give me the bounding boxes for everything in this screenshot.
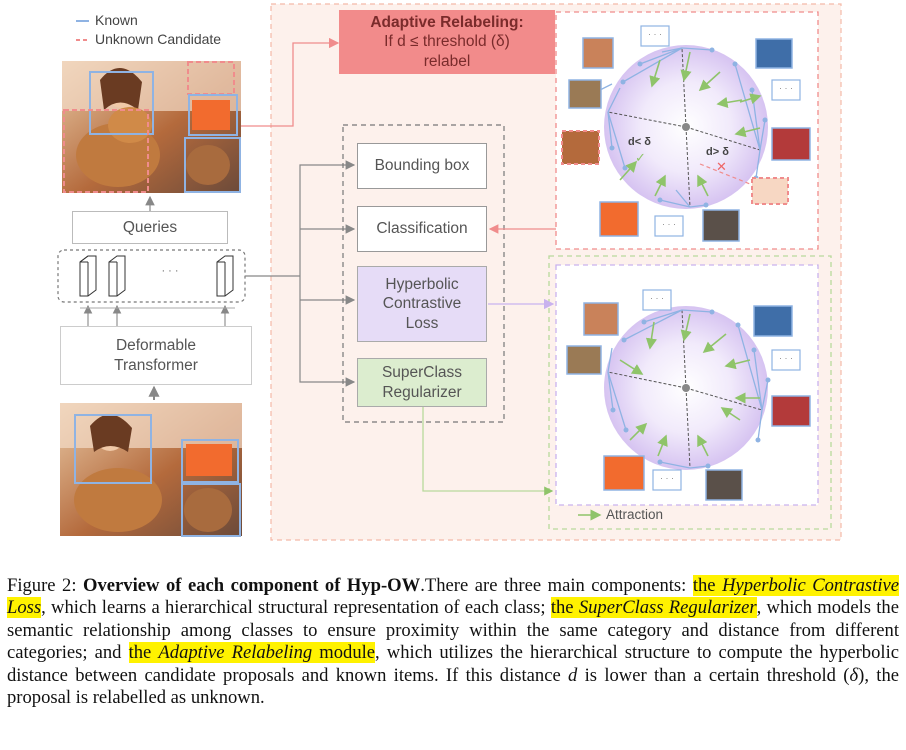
placeholder-top-2: · · · [779, 83, 793, 93]
queries-label: Queries [122, 218, 178, 236]
classification-label: Classification [376, 220, 468, 238]
placeholder-top-1: · · · [648, 29, 662, 39]
caption-relabel-term: Adaptive Relabeling [158, 642, 313, 664]
bottom-poincare-disk [604, 306, 771, 470]
heads-container [342, 124, 505, 423]
legend-known-label: Known [95, 12, 138, 28]
token-blocks [79, 255, 234, 297]
attraction-label: Attraction [606, 507, 664, 522]
connector-superclass-disk [422, 407, 554, 496]
token-ellipsis: · · · [161, 265, 179, 277]
caption-hyperbolic-term: Hyperbolic Contrastive Loss [7, 575, 899, 619]
caption-fig-label: Figure 2: [7, 575, 77, 596]
caption-text-2: , which learns a hierarchical structural… [41, 597, 551, 619]
d-less-label: d< δ [628, 136, 651, 148]
check-icon: ✓ [635, 150, 646, 165]
superclass-line2: Regularizer [382, 383, 462, 401]
superclass-regularizer-head: SuperClass Regularizer [357, 358, 487, 407]
hyperbolic-line3: Loss [405, 314, 439, 332]
classification-head: Classification [357, 206, 487, 252]
relabel-line2: If d ≤ threshold (δ) [384, 33, 510, 51]
caption-superclass-term: SuperClass Regularizer [578, 597, 757, 619]
cross-icon: ✕ [716, 159, 727, 174]
top-poincare-disk [579, 45, 768, 209]
deformable-line2: Transformer [114, 356, 198, 374]
top-disk-samples [561, 25, 811, 242]
d-greater-label: d> δ [706, 146, 729, 158]
figure-caption: Figure 2: Overview of each component of … [7, 575, 899, 709]
bottom-green-region [548, 255, 832, 530]
legend-unknown-label: Unknown Candidate [95, 31, 222, 47]
caption-text-3: , which models the semantic relationship… [7, 597, 899, 664]
placeholder-bottom-3: · · · [660, 473, 674, 483]
input-image [60, 403, 242, 537]
deformable-transformer-box: Deformable Transformer [60, 326, 252, 385]
caption-text-5: is lower than a certain threshold ( [577, 664, 850, 686]
deformable-line1: Deformable [115, 337, 197, 355]
bounding-box-label: Bounding box [374, 157, 470, 175]
relabel-line3: relabel [423, 52, 471, 70]
figure-graphics [57, 3, 842, 541]
queries-box: Queries [72, 211, 228, 244]
caption-highlight-3-prefix: the [128, 642, 159, 664]
input-image-annotated [62, 61, 241, 193]
caption-highlight-2-prefix: the [550, 597, 579, 619]
adaptive-relabel-box: Adaptive Relabeling: If d ≤ threshold (δ… [339, 10, 555, 74]
placeholder-bottom-2: · · · [779, 353, 793, 363]
figure-overview: Known Unknown Candidate Queries · · · De… [57, 3, 842, 541]
caption-text-4: , which utilizes the hierarchical struct… [7, 642, 899, 686]
placeholder-bottom-1: · · · [650, 293, 664, 303]
hyperbolic-line1: Hyperbolic [385, 275, 459, 293]
connector-photo-relabel [241, 37, 340, 127]
bottom-disk-samples [566, 289, 811, 501]
hyperbolic-line2: Contrastive [382, 295, 462, 313]
placeholder-top-3: · · · [662, 219, 676, 229]
caption-highlight-3: the Adaptive Relabeling module [128, 642, 376, 664]
caption-var-d: d [568, 664, 578, 686]
caption-var-delta: δ [849, 664, 859, 686]
transformer-to-tokens-arrows [80, 304, 235, 326]
relabel-title: Adaptive Relabeling: [370, 13, 524, 31]
superclass-line1: SuperClass [381, 364, 463, 382]
caption-highlight-2: the SuperClass Regularizer [550, 597, 757, 619]
caption-highlight-1-prefix: the [692, 575, 723, 596]
bounding-box-head: Bounding box [357, 143, 487, 189]
caption-text-6: ), the proposal is relabelled as unknown… [7, 664, 899, 709]
caption-text-1: .There are three main components: [420, 575, 693, 596]
tokens-to-heads-connectors [245, 160, 356, 387]
hyperbolic-contrastive-head: Hyperbolic Contrastive Loss [357, 266, 487, 342]
caption-bold-title: Overview of each component of Hyp-OW [83, 575, 421, 596]
caption-module-word: module [312, 642, 376, 664]
